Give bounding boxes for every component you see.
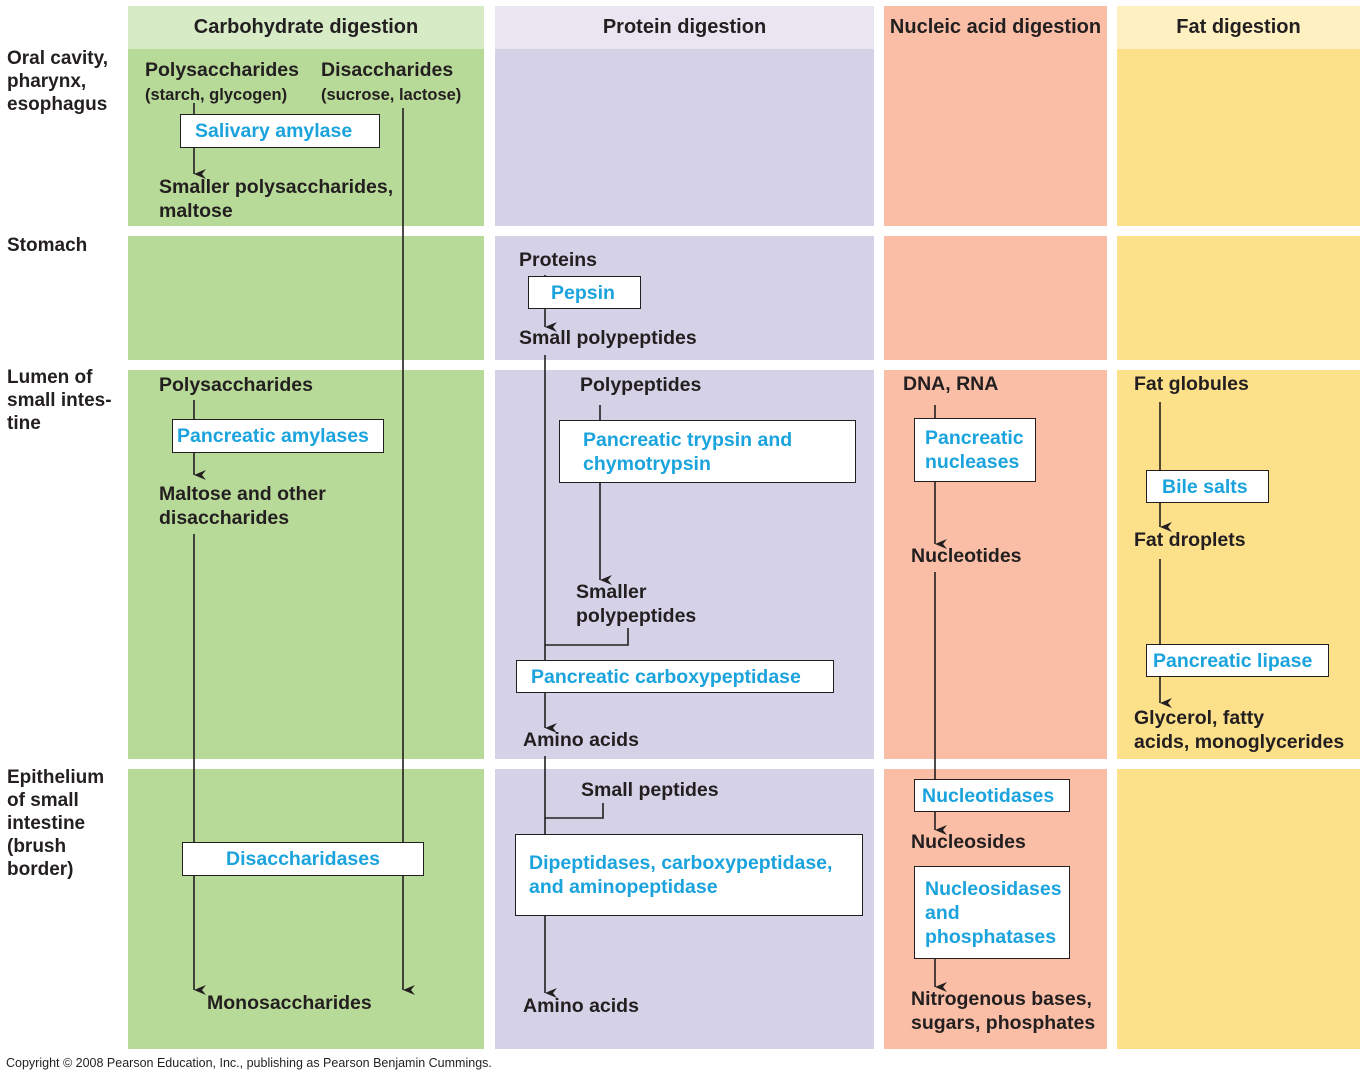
fat-globules: Fat globules bbox=[1134, 373, 1249, 395]
bile-salts-box: Bile salts bbox=[1146, 470, 1269, 503]
protein-smaller-polypeptides: Smaller polypeptides bbox=[576, 581, 697, 627]
pancreatic-carboxypeptidase-box: Pancreatic carboxypeptidase bbox=[516, 660, 834, 693]
carb-maltose-other: Maltose and other disaccharides bbox=[159, 483, 326, 529]
carb-disaccharides-note: (sucrose, lactose) bbox=[321, 86, 462, 104]
row-label-stomach: Stomach bbox=[7, 235, 88, 256]
carb-polysaccharides-note: (starch, glycogen) bbox=[145, 86, 288, 104]
nucleic-dna-rna: DNA, RNA bbox=[903, 373, 999, 395]
pancreatic-nucleases-box: Pancreatic nucleases bbox=[914, 418, 1036, 482]
protein-proteins: Proteins bbox=[519, 249, 598, 271]
carb-stomach-cell bbox=[128, 236, 484, 360]
carb-monosaccharides: Monosaccharides bbox=[207, 992, 372, 1014]
copyright-notice: Copyright © 2008 Pearson Education, Inc.… bbox=[6, 1056, 492, 1070]
row-label-epithelium: Epithelium of small intestine (brush bor… bbox=[7, 767, 105, 880]
nucleic-nucleosides: Nucleosides bbox=[911, 831, 1026, 853]
trypsin-chymotrypsin-box: Pancreatic trypsin and chymotrypsin bbox=[559, 420, 856, 483]
fat-droplets: Fat droplets bbox=[1134, 529, 1246, 551]
nucleotidases-box: Nucleotidases bbox=[914, 779, 1070, 812]
protein-small-peptides: Small peptides bbox=[581, 779, 719, 801]
protein-amino-acids-lumen: Amino acids bbox=[523, 729, 639, 751]
nucleic-nucleotides: Nucleotides bbox=[911, 545, 1022, 567]
nucleosidases-box: Nucleosidases and phosphatases bbox=[914, 866, 1070, 959]
fat-lumen-cell bbox=[1117, 370, 1360, 759]
carb-epithelium-cell bbox=[128, 769, 484, 1049]
nucleic-stomach-cell bbox=[884, 236, 1107, 360]
fat-column-header: Fat digestion bbox=[1117, 6, 1360, 49]
protein-column-header: Protein digestion bbox=[495, 6, 874, 49]
disaccharidases-box: Disaccharidases bbox=[182, 842, 424, 876]
pancreatic-lipase-box: Pancreatic lipase bbox=[1146, 644, 1329, 677]
nucleic-column-header: Nucleic acid digestion bbox=[884, 6, 1107, 49]
protein-small-polypeptides: Small polypeptides bbox=[519, 327, 697, 349]
fat-oral-cell bbox=[1117, 49, 1360, 226]
carb-disaccharides: Disaccharides bbox=[321, 59, 454, 81]
row-label-lumen: Lumen of small intes- tine bbox=[7, 367, 112, 434]
pepsin-box: Pepsin bbox=[528, 276, 641, 309]
salivary-amylase-box: Salivary amylase bbox=[180, 114, 380, 148]
protein-polypeptides: Polypeptides bbox=[580, 374, 702, 396]
carb-column-header: Carbohydrate digestion bbox=[128, 6, 484, 49]
nucleic-products: Nitrogenous bases, sugars, phosphates bbox=[911, 988, 1096, 1034]
protein-amino-acids-epithelium: Amino acids bbox=[523, 995, 639, 1017]
protein-oral-cell bbox=[495, 49, 874, 226]
row-label-oral: Oral cavity, pharynx, esophagus bbox=[7, 48, 109, 115]
pancreatic-amylases-box: Pancreatic amylases bbox=[172, 419, 384, 453]
carb-lumen-polysaccharides: Polysaccharides bbox=[159, 374, 313, 396]
dipeptidases-box: Dipeptidases, carboxypeptidase, and amin… bbox=[515, 834, 863, 916]
fat-stomach-cell bbox=[1117, 236, 1360, 360]
fat-products: Glycerol, fatty acids, monoglycerides bbox=[1134, 707, 1345, 753]
carb-smaller-polysaccharides: Smaller polysaccharides, maltose bbox=[159, 176, 394, 222]
fat-epithelium-cell bbox=[1117, 769, 1360, 1049]
carb-polysaccharides: Polysaccharides bbox=[145, 59, 299, 81]
nucleic-oral-cell bbox=[884, 49, 1107, 226]
